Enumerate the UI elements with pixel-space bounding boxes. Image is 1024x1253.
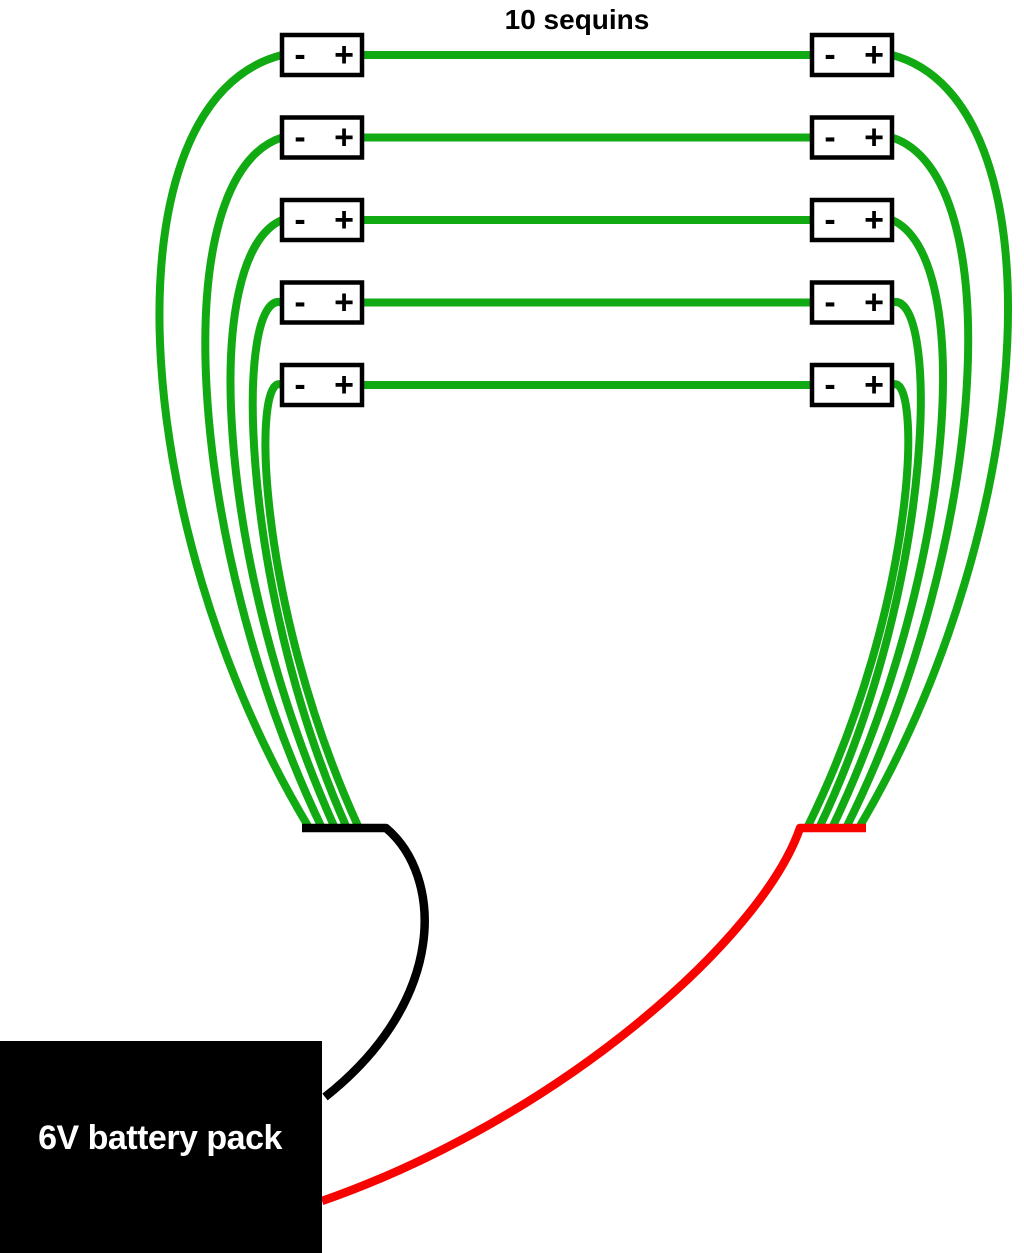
diagram-title: 10 sequins [505,4,650,35]
positive-fan-wire-row3 [829,216,947,828]
sequin-plus-label-right-1: + [864,36,884,74]
sequin-plus-label-left-2: + [334,119,354,157]
sequin-boxes-group: -+-+-+-+-+-+-+-+-+-+ [279,32,895,408]
sequin-minus-label-left-1: - [294,36,305,74]
battery-lead-wires-group [302,823,866,1206]
sequin-box-left-5 [279,362,365,408]
sequin-box-left-1 [279,32,365,78]
sequin-box-right-5 [809,362,895,408]
sequin-plus-label-left-5: + [334,366,354,404]
sequin-minus-label-left-5: - [294,366,305,404]
negative-fan-wire-row4 [248,298,350,828]
battery-positive-wire [320,823,866,1206]
sequin-plus-label-right-3: + [864,201,884,239]
positive-fan-wire-row1 [856,51,1012,829]
positive-fan-wire-row4 [816,298,925,828]
sequin-box-right-4 [809,280,895,325]
sequin-minus-label-right-5: - [824,366,835,404]
sequin-minus-label-left-4: - [294,284,305,322]
sequin-minus-label-right-1: - [824,36,835,74]
sequin-plus-label-left-4: + [334,284,354,322]
row-wires-group [352,51,822,389]
sequin-minus-label-right-4: - [824,284,835,322]
sequin-minus-label-right-3: - [824,201,835,239]
battery-pack [0,1041,322,1253]
sequin-box-right-1 [809,32,895,78]
battery-pack-label: 6V battery pack [38,1119,282,1157]
sequin-plus-label-right-5: + [864,366,884,404]
negative-fan-wire-row5 [261,380,362,828]
positive-fan-wire-row2 [843,133,973,828]
sequin-minus-label-left-3: - [294,201,305,239]
sequin-plus-label-right-4: + [864,284,884,322]
sequin-minus-label-right-2: - [824,119,835,157]
negative-fan-wire-row1 [155,51,312,829]
sequin-minus-label-left-2: - [294,119,305,157]
sequin-plus-label-left-3: + [334,201,354,239]
fan-wires-group [155,51,1012,829]
sequin-box-left-3 [279,197,365,243]
negative-fan-wire-row3 [226,216,338,828]
battery-negative-wire [302,823,429,1101]
sequin-box-right-2 [809,115,895,160]
sequin-plus-label-right-2: + [864,119,884,157]
sequin-box-right-3 [809,197,895,243]
sequin-plus-label-left-1: + [334,36,354,74]
sequin-box-left-2 [279,115,365,160]
sequin-box-left-4 [279,280,365,325]
negative-fan-wire-row2 [201,133,325,828]
positive-fan-wire-row5 [804,380,913,828]
